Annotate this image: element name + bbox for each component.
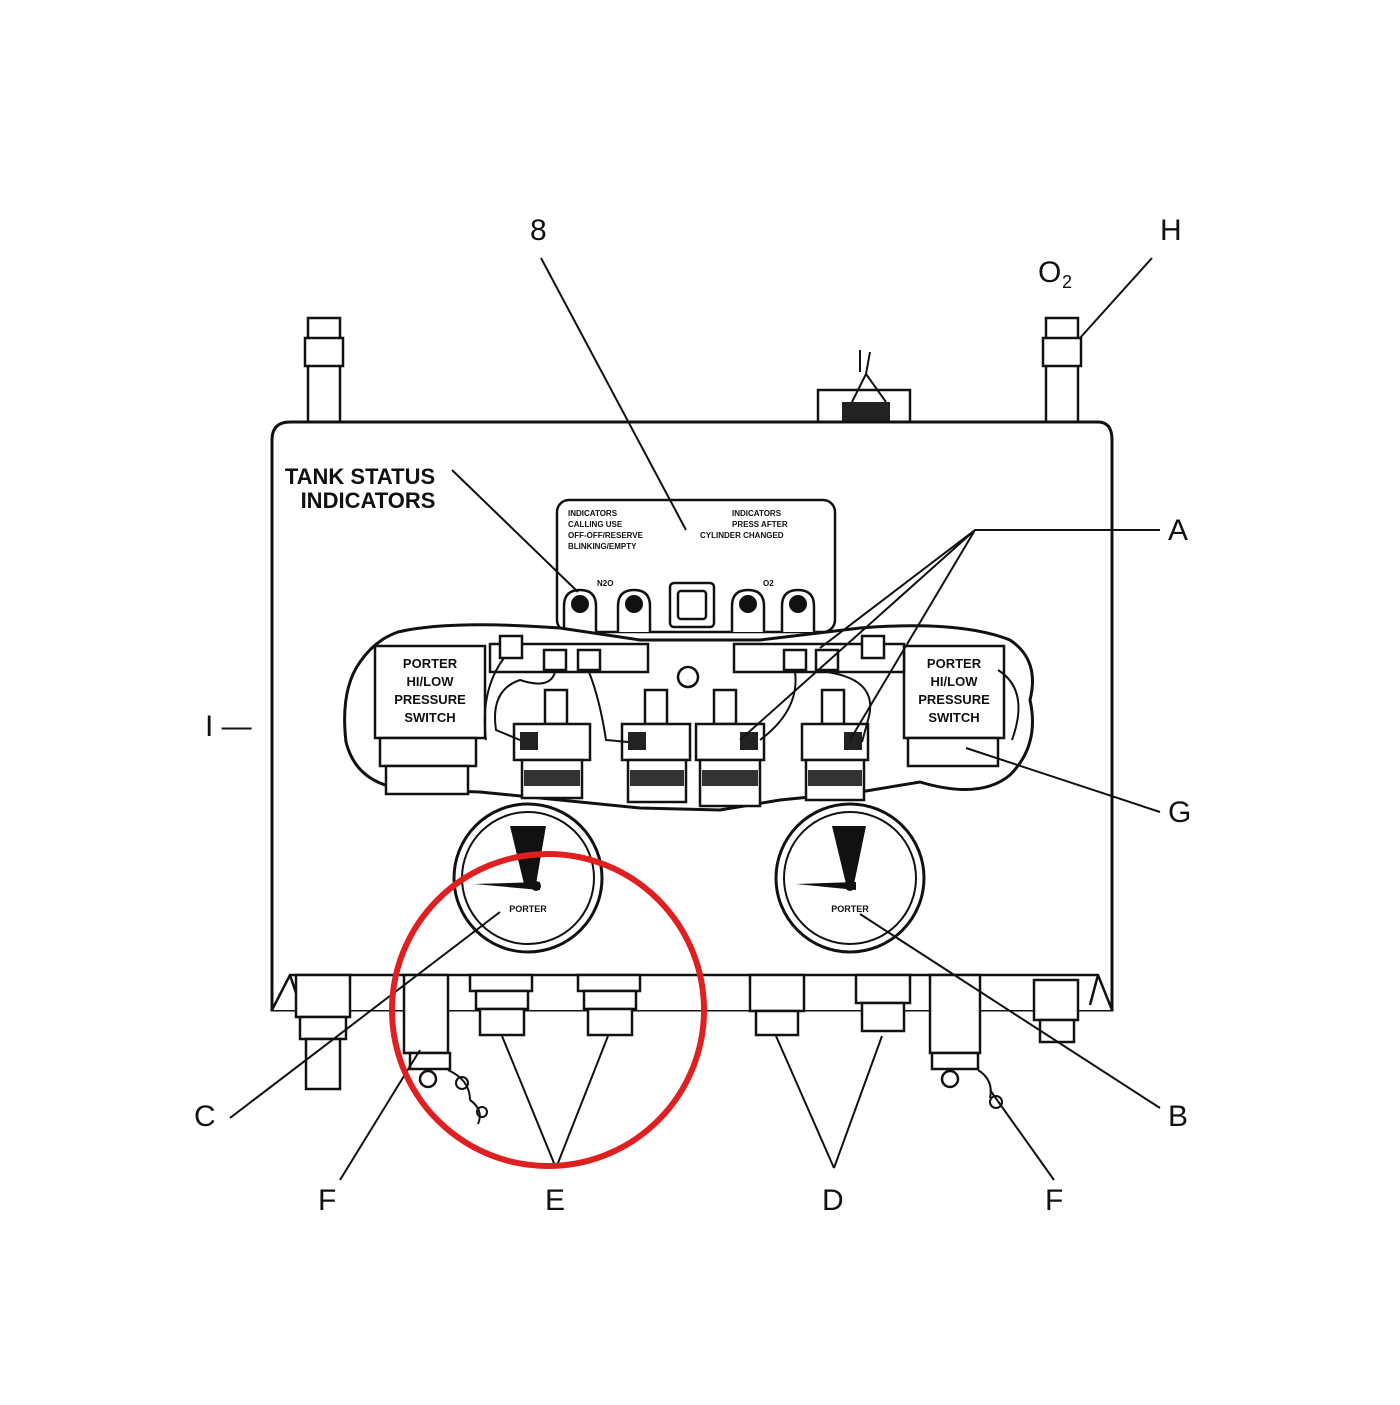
- n2o-indicator-lamp-1: [571, 595, 589, 613]
- callout-d: D: [822, 1184, 844, 1217]
- left-pressure-gauge: PORTER: [452, 802, 604, 954]
- callout-h: H: [1160, 214, 1182, 247]
- right-pipe-o2: [1041, 316, 1083, 430]
- panel-left-line4: BLINKING/EMPTY: [568, 542, 637, 551]
- left-switch-line4: SWITCH: [404, 710, 455, 725]
- left-switch-line1: PORTER: [403, 656, 458, 671]
- panel-left-line2: CALLING USE: [568, 520, 623, 529]
- callout-g: G: [1168, 796, 1191, 829]
- top-connector: [816, 350, 912, 430]
- reset-button-inner: [676, 589, 708, 621]
- bottom-fittings: [294, 973, 1080, 1125]
- right-pressure-switch: PORTER HI/LOW PRESSURE SWITCH: [902, 644, 1020, 768]
- panel-n2o-label: N2O: [597, 579, 613, 588]
- left-gauge-brand: PORTER: [509, 904, 547, 914]
- left-pressure-switch: PORTER HI/LOW PRESSURE SWITCH: [373, 644, 487, 796]
- solenoid-valves: [512, 688, 870, 808]
- left-switch-line2: HI/LOW: [407, 674, 455, 689]
- panel-o2-label: O2: [763, 579, 774, 588]
- right-switch-line4: SWITCH: [928, 710, 979, 725]
- right-switch-line1: PORTER: [927, 656, 982, 671]
- right-gauge-brand: PORTER: [831, 904, 869, 914]
- right-switch-line2: HI/LOW: [931, 674, 979, 689]
- n2o-indicator-lamp-2: [625, 595, 643, 613]
- right-pressure-gauge: PORTER: [774, 802, 926, 954]
- callout-a: A: [1168, 514, 1188, 547]
- indicator-panel: INDICATORS CALLING USE OFF-OFF/RESERVE B…: [555, 498, 837, 634]
- left-pipe: [303, 316, 345, 430]
- tank-status-line1: TANK STATUS: [285, 464, 435, 489]
- o2-indicator-lamp-2: [789, 595, 807, 613]
- panel-left-line1: INDICATORS: [568, 509, 618, 518]
- callout-o2: O: [1038, 256, 1061, 289]
- left-switch-line3: PRESSURE: [394, 692, 466, 707]
- leader-lines: [229, 257, 1161, 1181]
- callout-o2-subscript: 2: [1062, 272, 1072, 292]
- callout-8: 8: [530, 214, 547, 247]
- callout-i: I —: [205, 710, 252, 743]
- panel-left-line3: OFF-OFF/RESERVE: [568, 531, 644, 540]
- tank-status-line2: INDICATORS: [301, 488, 436, 513]
- highlight-circle: [389, 851, 707, 1169]
- panel-right-line1: INDICATORS: [732, 509, 782, 518]
- plug-connectors: [498, 634, 886, 672]
- panel-right-line2: PRESS AFTER: [732, 520, 788, 529]
- bottom-flange: [270, 973, 1114, 1011]
- right-switch-line3: PRESSURE: [918, 692, 990, 707]
- wiring: [483, 657, 872, 743]
- callout-c: C: [194, 1100, 216, 1133]
- o2-indicator-lamp-1: [739, 595, 757, 613]
- center-screw: [676, 665, 700, 689]
- panel-right-line3: CYLINDER CHANGED: [700, 531, 784, 540]
- callout-b: B: [1168, 1100, 1188, 1133]
- callout-f-right: F: [1045, 1184, 1063, 1217]
- callout-e: E: [545, 1184, 565, 1217]
- callout-f-left: F: [318, 1184, 336, 1217]
